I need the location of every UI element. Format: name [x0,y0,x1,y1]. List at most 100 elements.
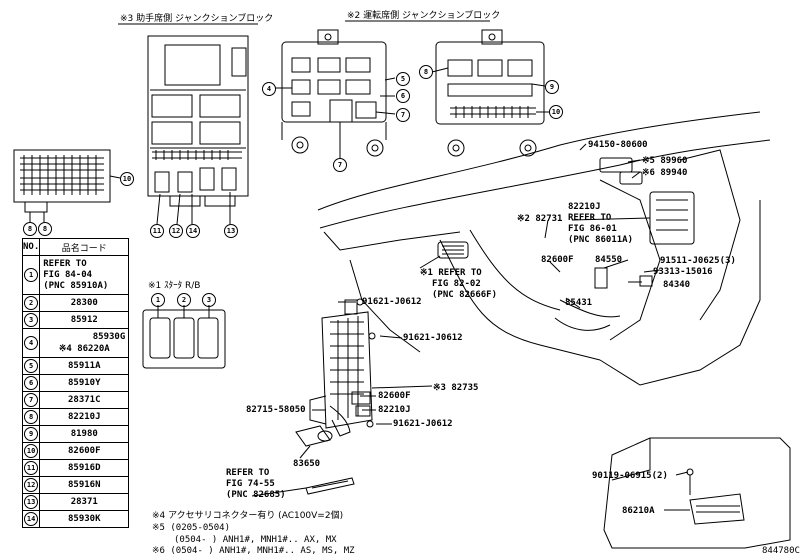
driver-junction-block-rear [435,29,545,157]
right-block-header: ※2 運転席側 ジャンクションブロック [347,11,501,21]
callout-1: 1 [151,293,165,307]
table-row: 9 81980 [21,425,130,443]
row-code: 85916D [39,459,130,477]
table-row: 14 85930K [21,510,130,528]
label-91621-j0612-c: 91621-J0612 [393,419,453,429]
part-leaders [251,143,690,511]
ecu-box [603,437,791,549]
note-4: ※4 アクセサリコネクター有り (AC100V=2個) [152,511,344,521]
row-code: 85910Y [39,374,130,392]
table-row: 6 85910Y [21,374,130,392]
starter-relay-block [142,305,226,369]
label-82210j-refer: REFER TO [568,213,612,223]
callout-4: 4 [262,82,276,96]
row-code: 82600F [39,442,130,460]
row-code-line: FIG 84-04 [43,269,93,280]
callout-13: 13 [224,224,238,238]
row-code: 28371C [39,391,130,409]
row-no: 3 [24,313,39,327]
callout-3: 3 [202,293,216,307]
left-block-header: ※3 助手席側 ジャンクションブロック [120,14,274,24]
row-no: 1 [24,268,39,282]
note-5-a: ※5 (0205-0504) [152,523,230,533]
table-row: 13 28371 [21,493,130,511]
note-6: ※6 (0504- ) ANH1#, MNH1#.. AS, MS, MZ [152,546,355,556]
table-row: 3 85912 [21,311,130,329]
row-code: 85916N [39,476,130,494]
driver-junction-block-front [281,29,387,157]
label-90119-06915: 90119-06915(2) [592,471,668,481]
passenger-junction-block [147,35,249,207]
row-code: 81980 [39,425,130,443]
label-82600f-top: 82600F [541,255,574,265]
row-code-line: REFER TO [43,258,87,269]
row-code: 28371 [39,493,130,511]
callout-leaders [29,67,550,225]
label-91621-j0612-b: 91621-J0612 [403,333,463,343]
row-no: 13 [24,495,39,509]
label-ref-82685-1: REFER TO [226,468,270,478]
row-code: 82210J [39,408,130,426]
label-82210j-fig: FIG 86-01 [568,224,617,234]
label-ref-82666f-1: ※1 REFER TO [420,268,482,278]
row-no: 8 [24,410,39,424]
label-ref-82685-3: (PNC 82685) [226,490,286,500]
callout-10-b: 10 [120,172,134,186]
table-row: 5 85911A [21,357,130,375]
lighter-part [295,425,333,447]
row-no: 4 [24,336,39,350]
table-header-row: NO. 品名コード [21,238,130,256]
row-no: 10 [24,444,39,458]
callout-5: 5 [396,72,410,86]
row-no: 5 [24,359,39,373]
row-no: 6 [24,376,39,390]
callout-8-c: 8 [38,222,52,236]
row-code-line: ※4 86220A [58,344,110,354]
label-91621-j0612-a: 91621-J0612 [362,297,422,307]
label-93313-15016: 93313-15016 [653,267,713,277]
label-82600f-bottom: 82600F [378,391,411,401]
callout-10-a: 10 [549,105,563,119]
label-84340: 84340 [663,280,691,290]
row-no: 14 [24,512,39,526]
row-code-line: 85930G [92,332,126,342]
label-82210j-pnc: (PNC 86011A) [568,235,634,245]
note-5-b: (0504- ) ANH1#, MNH1#.. AX, MX [174,535,337,545]
row-code: 85911A [39,357,130,375]
label-86210a: 86210A [622,506,655,516]
table-row: 2 28300 [21,294,130,312]
table-row: 10 82600F [21,442,130,460]
label-94150-80600: 94150-80600 [588,140,648,150]
label-91511-j0625: 91511-J0625(3) [660,256,736,266]
callout-2: 2 [177,293,191,307]
label-ref-82666f-3: (PNC 82666F) [432,290,498,300]
label-ref-82666f-2: FIG 82-02 [432,279,481,289]
relay-block-left [13,149,111,213]
callout-12: 12 [169,224,183,238]
row-code-line: (PNC 85910A) [43,280,109,291]
row-code: 28300 [39,294,130,312]
label-82735: ※3 82735 [433,383,479,393]
label-82715-58050: 82715-58050 [246,405,306,415]
label-82210j-top: 82210J [568,202,601,212]
parts-table: NO. 品名コード 1 REFER TO FIG 84-04 (PNC 8591… [21,238,130,528]
label-89960: ※5 89960 [642,156,688,166]
row-code: 85930K [39,510,130,528]
callout-8-a: 8 [419,65,433,79]
table-row: 7 28371C [21,391,130,409]
table-row: 11 85916D [21,459,130,477]
diagram-id: 844780C [762,546,800,556]
label-89940: ※6 89940 [642,168,688,178]
callout-8-b: 8 [23,222,37,236]
label-82731: ※2 82731 [517,214,563,224]
cover-plate [305,477,355,495]
table-row: 4 85930G ※4 86220A [21,328,130,358]
starter-relay-header: ※1 ｽﾀｰﾀ R/B [148,281,201,291]
row-no: 2 [24,296,39,310]
label-ref-82685-2: FIG 74-55 [226,479,275,489]
callout-7-a: 7 [396,108,410,122]
label-83650: 83650 [293,459,321,469]
col-code-header: 品名コード [39,238,130,256]
